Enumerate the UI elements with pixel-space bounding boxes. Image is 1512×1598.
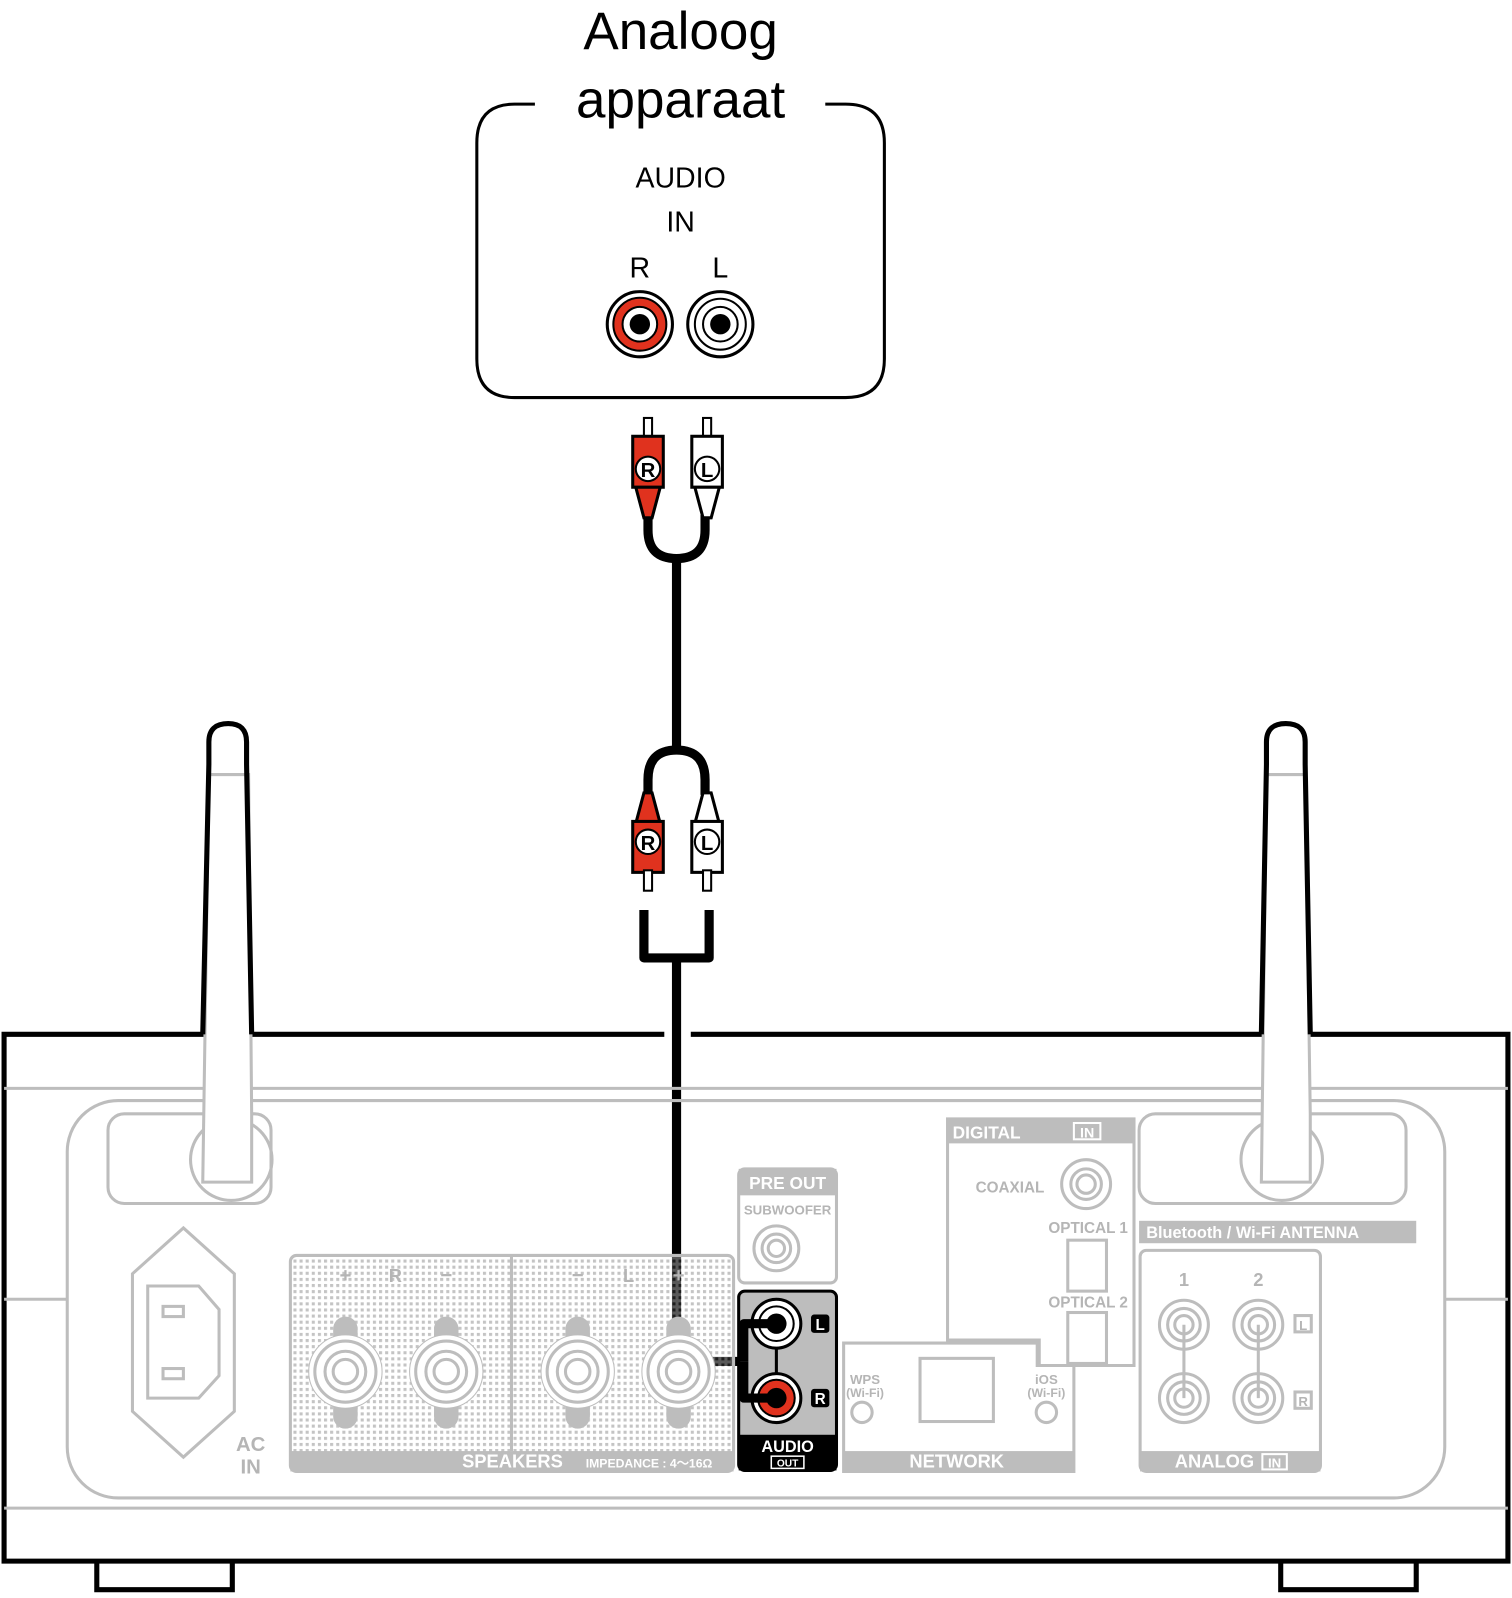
pre-out-subwoofer[interactable]: PRE OUT SUBWOOFER <box>737 1167 839 1285</box>
speaker-r-plus-label: + <box>339 1265 351 1287</box>
speaker-r-minus-label: − <box>440 1265 452 1287</box>
ethernet-port[interactable] <box>918 1356 995 1424</box>
rca-jack-l[interactable] <box>686 290 755 359</box>
pre-out-label: PRE OUT <box>749 1173 826 1193</box>
audio-out-label: AUDIO <box>761 1438 814 1456</box>
analog-col2-label: 2 <box>1253 1269 1263 1290</box>
speaker-l-plus-label: + <box>673 1265 685 1287</box>
l-label: L <box>712 252 728 284</box>
analog-device: Analoog apparaat AUDIO IN R L <box>475 2 886 400</box>
analog-l-label: L <box>1299 1318 1307 1333</box>
audio-out-panel: AUDIO OUT L R <box>737 1289 839 1472</box>
digital-in-label: IN <box>1080 1125 1094 1141</box>
speaker-l-label: L <box>623 1265 634 1286</box>
audio-out-r-label: R <box>815 1391 826 1408</box>
plug-r-top: R <box>631 416 665 520</box>
wps-button[interactable] <box>850 1400 874 1425</box>
in-label-ac: IN <box>240 1456 260 1478</box>
analog-in-jack-2-l[interactable] <box>1232 1298 1285 1351</box>
analog-in-jack-2-r[interactable] <box>1232 1372 1285 1425</box>
coaxial-label: COAXIAL <box>976 1179 1045 1196</box>
plug-l-label: L <box>701 460 713 482</box>
audio-out-sub-label: OUT <box>777 1458 799 1469</box>
rca-cable: R L R L <box>631 416 744 1366</box>
ios-label: iOS <box>1035 1372 1058 1387</box>
plug-l-bottom: L <box>690 791 724 892</box>
plug-r-bottom: R <box>631 791 665 892</box>
analog-in-panel: ANALOG IN 1 2 L R <box>1138 1248 1322 1473</box>
antenna-left[interactable] <box>106 721 274 1206</box>
analog-in-jack-1-l[interactable] <box>1157 1298 1210 1351</box>
audio-out-l-label: L <box>816 1317 825 1334</box>
plug-r-label-bottom: R <box>641 833 656 855</box>
analog-r-label: R <box>1298 1394 1308 1409</box>
digital-in-panel: DIGITAL IN COAXIAL OPTICAL 1 OPTICAL 2 <box>946 1117 1136 1368</box>
plug-r-label: R <box>641 460 656 482</box>
antenna-label: Bluetooth / Wi-Fi ANTENNA <box>1146 1224 1359 1242</box>
receiver: AC IN SPEAKERS IMPEDANCE : 4～16Ω + R − −… <box>1 721 1511 1593</box>
analog-in-label: IN <box>1268 1455 1281 1470</box>
analog-col1-label: 1 <box>1179 1269 1189 1290</box>
speaker-terminals: SPEAKERS IMPEDANCE : 4～16Ω + R − − L + <box>288 1253 736 1473</box>
analog-label: ANALOG <box>1175 1450 1254 1471</box>
plug-l-top: L <box>690 416 724 520</box>
network-panel: NETWORK WPS (Wi-Fi) iOS (Wi-Fi) <box>842 1341 1076 1473</box>
antenna-right[interactable] <box>1137 721 1408 1206</box>
ac-label: AC <box>236 1434 266 1456</box>
audio-label: AUDIO <box>635 163 725 195</box>
speaker-r-label: R <box>389 1265 402 1286</box>
analog-in-jack-1-r[interactable] <box>1157 1372 1210 1425</box>
digital-label: DIGITAL <box>953 1122 1021 1142</box>
coaxial-jack[interactable] <box>1060 1158 1113 1211</box>
speaker-terminal-l-minus[interactable] <box>540 1316 615 1429</box>
speaker-terminal-r-minus[interactable] <box>409 1316 484 1429</box>
device-title-line2: apparaat <box>576 70 785 129</box>
optical1-label: OPTICAL 1 <box>1048 1220 1128 1237</box>
speaker-terminal-l-plus[interactable] <box>641 1316 716 1429</box>
r-label: R <box>630 252 651 284</box>
optical2-label: OPTICAL 2 <box>1048 1294 1127 1311</box>
optical2-port[interactable] <box>1066 1310 1109 1365</box>
wps-label: WPS <box>850 1372 880 1387</box>
ios-button[interactable] <box>1034 1400 1059 1425</box>
speaker-l-minus-label: − <box>572 1265 584 1287</box>
ac-inlet[interactable] <box>130 1225 236 1460</box>
optical1-port[interactable] <box>1066 1238 1109 1293</box>
ios-sub-label: (Wi-Fi) <box>1027 1386 1065 1400</box>
in-label: IN <box>666 206 695 238</box>
impedance-label: IMPEDANCE : 4～16Ω <box>586 1456 713 1470</box>
speaker-terminal-r-plus[interactable] <box>308 1316 383 1429</box>
plug-l-label-bottom: L <box>701 833 713 855</box>
speakers-label: SPEAKERS <box>462 1450 563 1471</box>
wps-sub-label: (Wi-Fi) <box>846 1386 884 1400</box>
device-title-line1: Analoog <box>583 2 777 61</box>
rca-jack-r[interactable] <box>605 290 674 359</box>
network-label: NETWORK <box>909 1450 1004 1471</box>
subwoofer-label: SUBWOOFER <box>744 1203 832 1218</box>
